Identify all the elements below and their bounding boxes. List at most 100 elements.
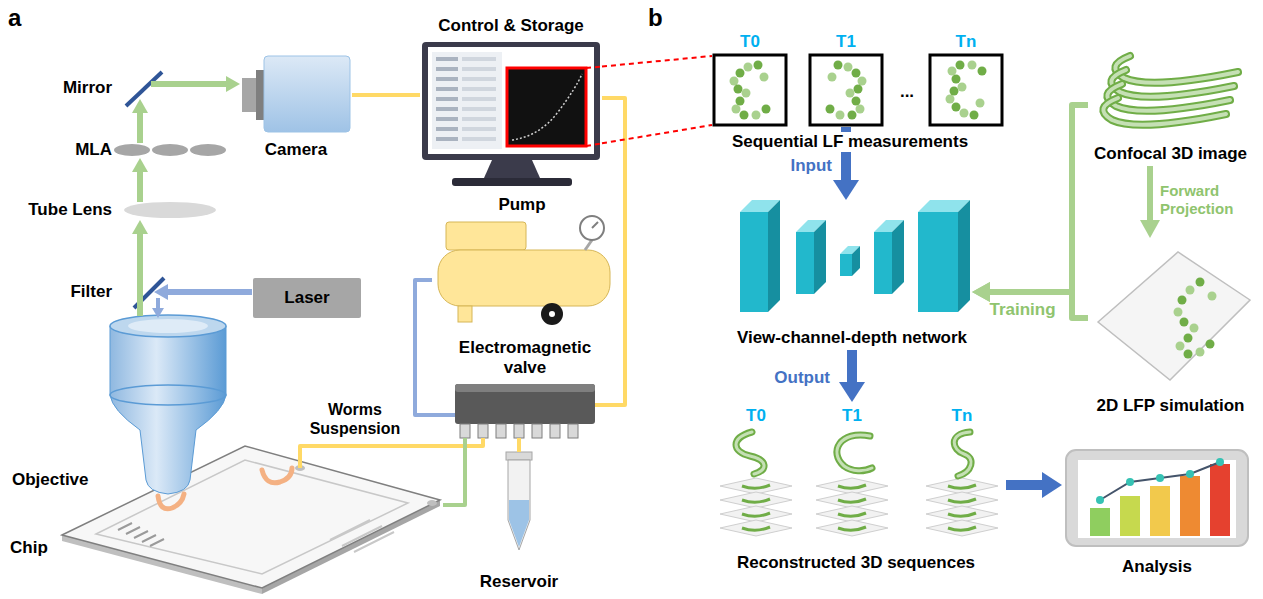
- lf-frame: Tn: [928, 32, 1004, 127]
- node-label: Reservoir: [480, 572, 558, 592]
- part-label: Objective: [12, 470, 89, 490]
- node-label: Chip: [10, 538, 48, 558]
- connector: [415, 280, 455, 415]
- pump-icon: [541, 303, 563, 325]
- confocal-stack: [1103, 98, 1226, 125]
- analysis-chart: [1096, 496, 1104, 504]
- network-layers: [840, 254, 852, 276]
- valve-block: [568, 424, 578, 438]
- reconstructed-stacks: [742, 485, 770, 488]
- computer-monitor: [436, 67, 458, 71]
- analysis-chart: [1186, 470, 1194, 478]
- connector: [352, 95, 420, 96]
- node-label: Confocal 3D image: [1094, 144, 1247, 164]
- reconstructed-stacks: [742, 527, 770, 530]
- optical-path: [167, 289, 252, 295]
- node-label: Tn: [956, 32, 977, 52]
- computer-monitor: [462, 77, 496, 81]
- analysis-chart: [1216, 458, 1224, 466]
- light-field-frames: [730, 61, 771, 120]
- reconstructed-stacks: [837, 435, 872, 471]
- microfluidic-chip: [158, 494, 184, 509]
- pump-icon: [585, 240, 592, 250]
- light-field-frames: [714, 55, 786, 125]
- computer-monitor: [432, 52, 502, 149]
- connector-line: [602, 56, 712, 67]
- connector-line: [443, 438, 465, 505]
- lfp-plane: [1196, 348, 1205, 357]
- lfp-plane: [1178, 296, 1187, 305]
- part-label: Filter: [30, 282, 112, 302]
- confocal-stack: [1111, 70, 1234, 97]
- reservoir-tube: [506, 452, 532, 460]
- arrow-head: [972, 282, 990, 302]
- caption-label: Reconstructed 3D sequences: [737, 553, 975, 573]
- connector: [972, 105, 1088, 302]
- pump-box: Pump: [432, 195, 612, 330]
- computer-monitor: [462, 97, 496, 101]
- lfp-plane: [1190, 324, 1199, 333]
- confocal-stack: [1103, 56, 1238, 125]
- lfp-plane: [1208, 292, 1217, 301]
- reconstruction-box: T1: [808, 402, 896, 537]
- confocal-stack: [1103, 98, 1226, 125]
- reconstructed-stacks: [816, 520, 888, 536]
- pump-icon: [438, 250, 610, 306]
- microfluidic-chip: [262, 468, 292, 483]
- reconstructed-stacks: [948, 499, 976, 502]
- computer-monitor: [436, 107, 458, 111]
- computer-monitor: [422, 42, 600, 160]
- optical-path: [132, 220, 148, 234]
- computer-monitor: [462, 107, 496, 111]
- pump-icon: [592, 222, 598, 228]
- network-layers: [740, 200, 970, 312]
- network-layers: [768, 200, 780, 312]
- objective-lens: [110, 326, 226, 494]
- reconstructed-stacks: [948, 527, 976, 530]
- lfp-plane: [1180, 318, 1189, 327]
- arrow-head: [1140, 220, 1160, 238]
- computer-monitor: [436, 57, 458, 61]
- reconstructed-stacks: [720, 520, 792, 536]
- optical-path: [137, 171, 143, 202]
- node-label: Pump: [498, 195, 545, 215]
- pump-icon: [549, 311, 555, 317]
- valve-block: [455, 384, 595, 438]
- node-label: T1: [842, 406, 862, 426]
- computer-monitor: [436, 137, 458, 141]
- network-layers: [874, 232, 892, 294]
- light-field-frames: [930, 55, 1002, 125]
- reservoir-tube: [509, 500, 529, 547]
- computer-monitor: [436, 77, 458, 81]
- computer-monitor: [462, 57, 496, 61]
- microfluidic-chip: [96, 460, 408, 574]
- reservoir-box: Reservoir: [476, 452, 563, 594]
- connector-line: [602, 125, 712, 143]
- optical-path: [190, 144, 226, 156]
- computer-monitor: [586, 67, 602, 69]
- pump-icon: [438, 216, 610, 325]
- camera-icon: [242, 56, 350, 132]
- valve-block: [550, 424, 560, 438]
- analysis-chart: [1180, 476, 1200, 536]
- node-label: 2D LFP simulation: [1097, 396, 1245, 416]
- optical-path: [126, 72, 162, 106]
- computer-monitor: [462, 127, 496, 131]
- computer-monitor: [436, 87, 458, 91]
- confocal-stack: [1115, 56, 1238, 83]
- valve-box: Electromagnetic valve: [455, 338, 595, 438]
- valve-block: [460, 424, 470, 438]
- node-label: T1: [836, 32, 856, 52]
- network-layers: [852, 246, 860, 276]
- optical-path: [152, 308, 164, 318]
- analysis-chart: [1066, 450, 1248, 546]
- microfluidic-chip: [62, 446, 440, 594]
- connector-line: [989, 105, 1088, 292]
- connector-line: [517, 438, 521, 452]
- connector: [443, 438, 465, 505]
- reconstructed-stacks: [838, 499, 866, 502]
- microfluidic-chip: [427, 500, 437, 506]
- reconstructed-stacks: [736, 432, 764, 474]
- microfluidic-chip: [118, 523, 164, 546]
